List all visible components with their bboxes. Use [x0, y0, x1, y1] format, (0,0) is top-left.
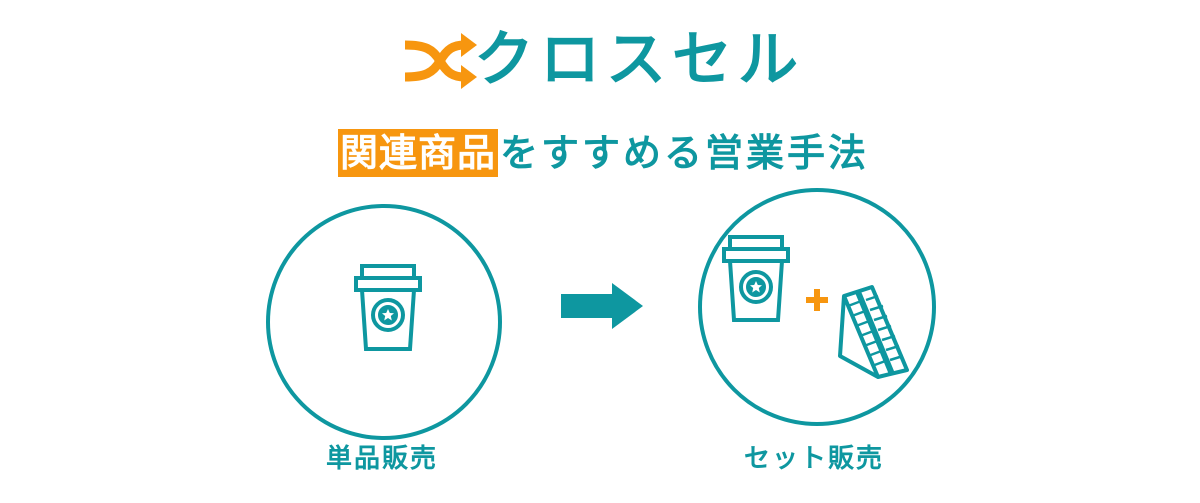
- subtitle-rest: をすすめる営業手法: [500, 131, 870, 175]
- shuffle-arrows-icon: [404, 33, 477, 89]
- subtitle-highlight: 関連商品: [338, 129, 499, 177]
- plus-icon: [806, 289, 828, 311]
- single-sale-circle: [266, 204, 502, 440]
- coffee-cup-icon: [354, 264, 422, 351]
- right-arrow-icon: [561, 283, 643, 329]
- sandwich-icon: [838, 285, 909, 379]
- coffee-cup-icon: [722, 235, 790, 322]
- set-sale-label: セット販売: [744, 444, 885, 474]
- subtitle: 関連商品 をすすめる営業手法: [338, 129, 869, 177]
- logo-text: クロスセル: [474, 25, 804, 95]
- set-sale-circle: [698, 188, 936, 426]
- single-sale-label: 単品販売: [326, 444, 439, 474]
